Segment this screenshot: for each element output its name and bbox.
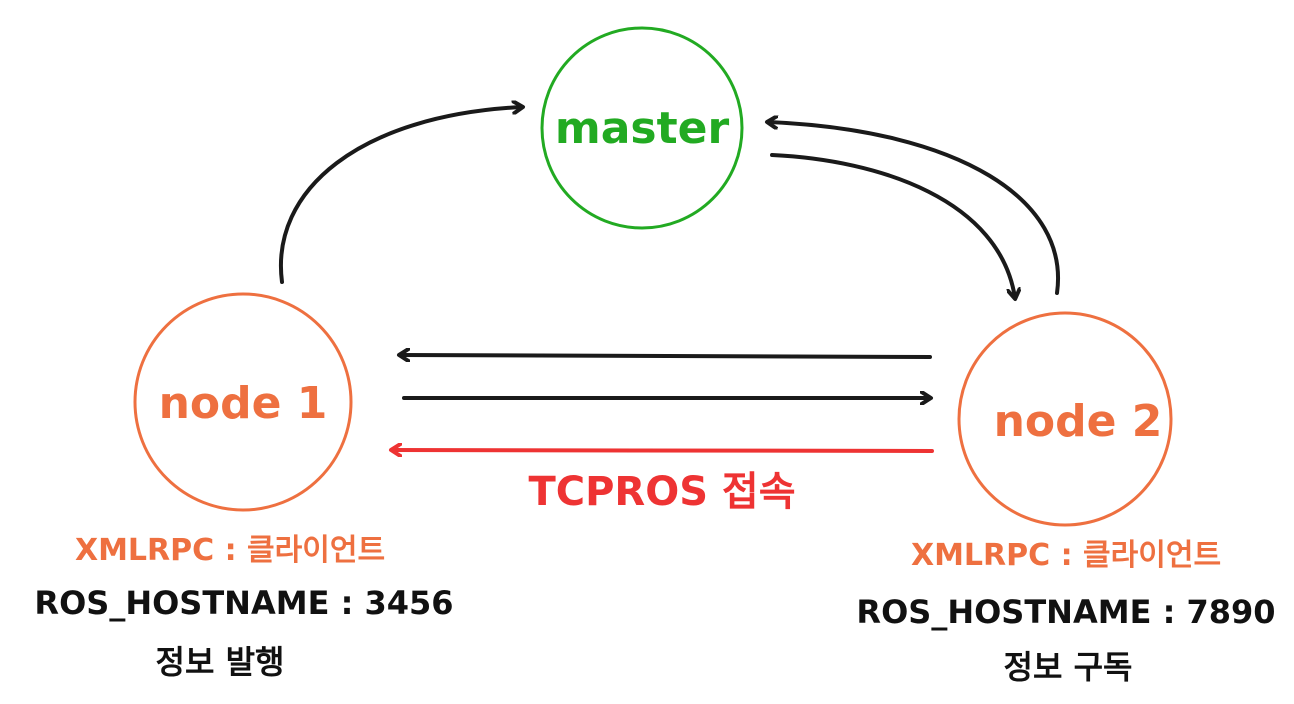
node2-label: node 2: [994, 396, 1163, 447]
node1: node 1: [133, 292, 353, 512]
node1-label: node 1: [159, 378, 328, 429]
master-node: master: [540, 26, 744, 230]
node1-hostname-label: ROS_HOSTNAME : 3456: [34, 584, 453, 622]
node1-action-label: 정보 발행: [156, 643, 285, 681]
node2-role-label: XMLRPC : 클라이언트: [911, 538, 1221, 573]
node2-hostname-label: ROS_HOSTNAME : 7890: [856, 593, 1275, 631]
tcpros-label: TCPROS 접속: [528, 469, 795, 515]
node2-circle: [957, 311, 1173, 527]
arrow-master-to-node2: [770, 153, 1015, 298]
arrow-node2-to-master: [768, 122, 1061, 295]
node2-action-label: 정보 구독: [1004, 648, 1133, 686]
node2: node 2: [957, 311, 1173, 527]
tcpros-arrow: [392, 450, 934, 451]
arrow-node1-to-master: [278, 107, 522, 284]
node1-circle: [133, 292, 353, 512]
master-label: master: [555, 103, 730, 154]
master-circle: [540, 26, 744, 230]
arrow-node2-to-node1: [400, 355, 932, 357]
node1-role-label: XMLRPC : 클라이언트: [75, 533, 385, 568]
